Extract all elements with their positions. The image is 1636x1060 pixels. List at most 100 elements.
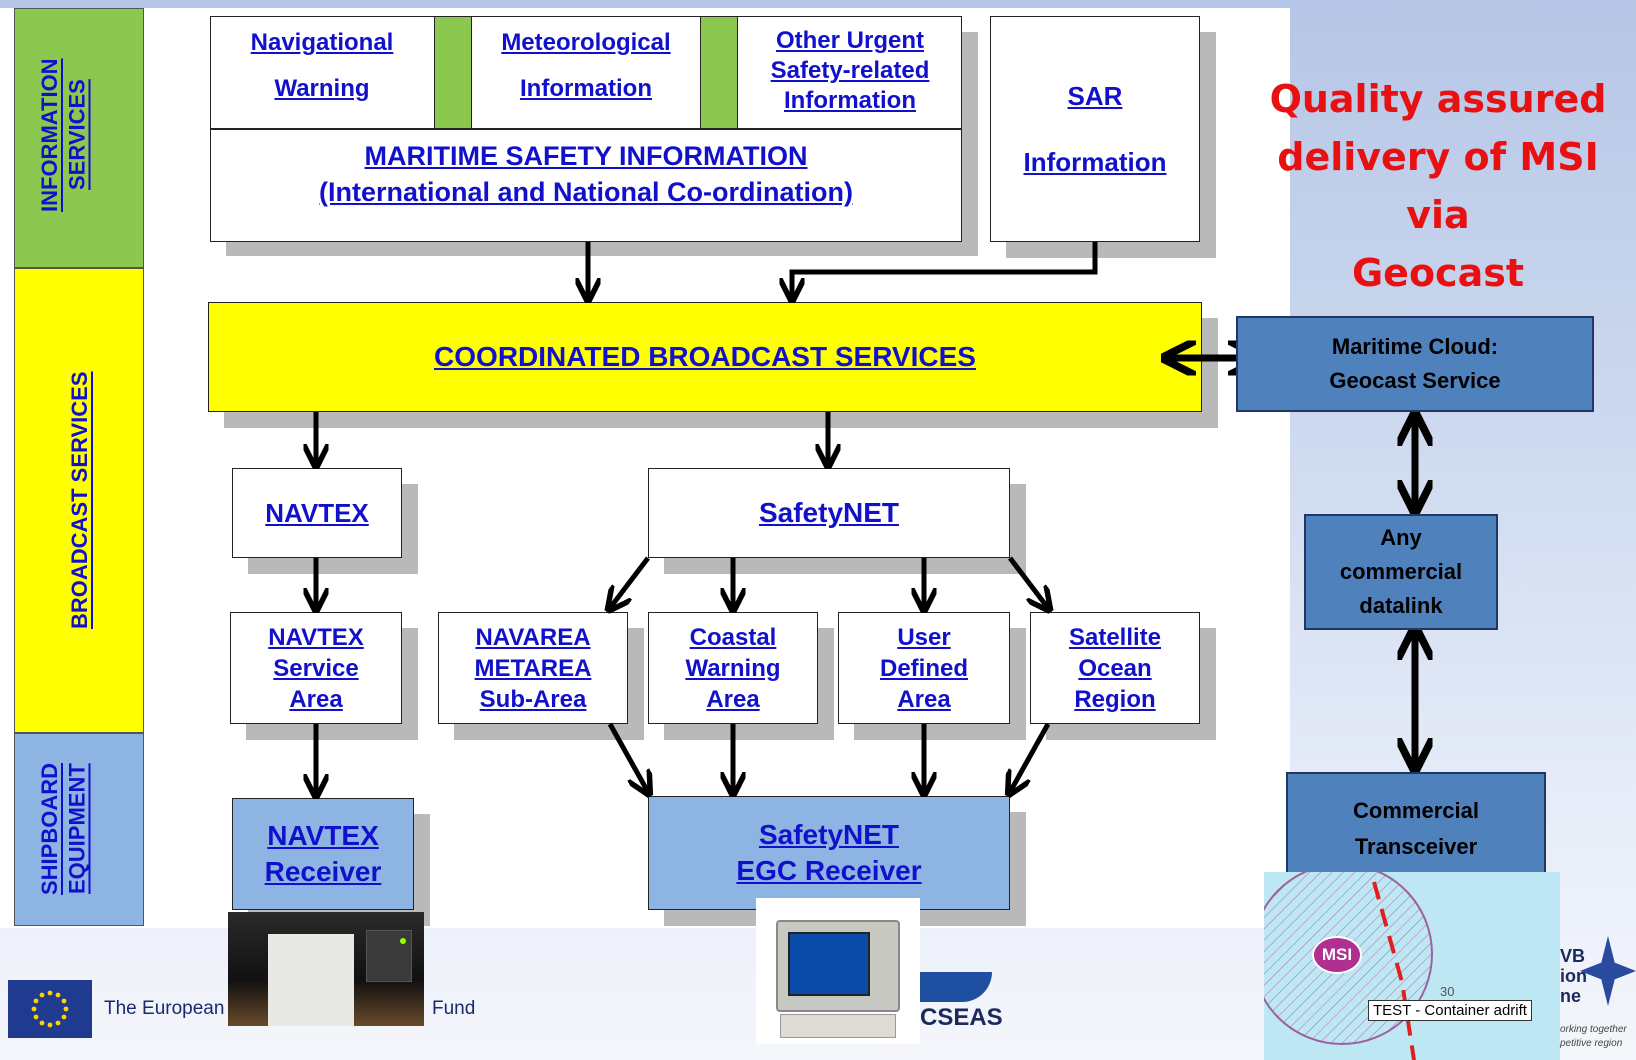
datalink-line3: datalink bbox=[1359, 593, 1443, 618]
satellite-line2: Ocean bbox=[1078, 654, 1152, 682]
arrow-satellite-to-receiver bbox=[1010, 722, 1051, 792]
eu-flag-icon bbox=[8, 980, 92, 1038]
navtex-service-area-box[interactable]: NAVTEX Service Area bbox=[230, 612, 402, 724]
headline-line2: delivery of MSI via bbox=[1277, 135, 1599, 237]
satellite-line3: Region bbox=[1074, 685, 1156, 713]
msi-line2: (International and National Co-ordinatio… bbox=[319, 177, 853, 207]
user-line2: Defined bbox=[879, 654, 968, 682]
satellite-ocean-region-box[interactable]: Satellite Ocean Region bbox=[1030, 612, 1200, 724]
user-line3: Area bbox=[897, 685, 951, 713]
cloud-line2: Geocast Service bbox=[1329, 368, 1501, 393]
map-caption: TEST - Container adrift bbox=[1368, 1000, 1532, 1021]
terminal-screen bbox=[788, 932, 870, 996]
logo-frag-3: ne bbox=[1560, 986, 1582, 1006]
navtex-printer-photo bbox=[228, 912, 424, 1026]
broadcast-services-band bbox=[14, 268, 144, 733]
coastal-warning-area-box[interactable]: Coastal Warning Area bbox=[648, 612, 818, 724]
navtex-receiver-line1: NAVTEX bbox=[267, 820, 379, 851]
geocast-map-inset: MSI 30 TEST - Container adrift bbox=[1264, 872, 1560, 1060]
navtex-box[interactable]: NAVTEX bbox=[232, 468, 402, 558]
navigational-line1: Navigational bbox=[250, 29, 394, 56]
efficiensea-wave bbox=[920, 972, 992, 1002]
other-line1: Other Urgent bbox=[775, 27, 924, 54]
navtex-label: NAVTEX bbox=[265, 497, 369, 528]
other-line3: Information bbox=[784, 87, 916, 114]
sar-information-box[interactable]: SAR Information bbox=[990, 16, 1200, 242]
cloud-line1: Maritime Cloud: bbox=[1331, 334, 1499, 359]
printer-light bbox=[400, 938, 406, 944]
map-number: 30 bbox=[1440, 984, 1455, 999]
navtex-receiver-box[interactable]: NAVTEX Receiver bbox=[232, 798, 414, 910]
commercial-datalink-box[interactable]: Any commercial datalink bbox=[1304, 514, 1498, 630]
logo-frag-1: VB bbox=[1560, 946, 1586, 966]
msi-badge: MSI bbox=[1312, 936, 1362, 974]
maritime-cloud-box[interactable]: Maritime Cloud: Geocast Service bbox=[1236, 316, 1594, 412]
satellite-line1: Satellite bbox=[1068, 623, 1162, 651]
meteorological-information[interactable]: Meteorological Information bbox=[474, 20, 698, 126]
logo-frag-2: ion bbox=[1560, 966, 1587, 986]
navtex-service-line3: Area bbox=[289, 685, 343, 713]
route-line bbox=[1372, 881, 1416, 1060]
headline-line1: Quality assured bbox=[1269, 77, 1607, 121]
navarea-line2: METAREA bbox=[474, 654, 592, 682]
navarea-box[interactable]: NAVAREA METAREA Sub-Area bbox=[438, 612, 628, 724]
transceiver-line2: Transceiver bbox=[1354, 834, 1478, 859]
coastal-line1: Coastal bbox=[689, 623, 777, 651]
navtex-service-line2: Service bbox=[273, 654, 359, 682]
meteorological-line1: Meteorological bbox=[501, 29, 671, 56]
coordinated-label: COORDINATED BROADCAST SERVICES bbox=[434, 341, 976, 372]
navtex-receiver-line2: Receiver bbox=[264, 856, 382, 887]
information-services-band bbox=[14, 8, 144, 268]
meteorological-line2: Information bbox=[520, 75, 652, 102]
egc-terminal-photo bbox=[756, 898, 920, 1044]
navarea-line1: NAVAREA bbox=[475, 623, 591, 651]
green-divider-2 bbox=[700, 17, 738, 128]
partner-logo: VB ion ne orking together petitive regio… bbox=[1560, 936, 1636, 1060]
msi-line1: MARITIME SAFETY INFORMATION bbox=[364, 141, 808, 171]
coastal-line2: Warning bbox=[685, 654, 781, 682]
tagline-frag-1: orking together bbox=[1560, 1024, 1627, 1035]
safetynet-receiver-line1: SafetyNET bbox=[758, 819, 900, 850]
green-divider-1 bbox=[434, 17, 472, 128]
sar-line1: SAR bbox=[1067, 81, 1123, 111]
partner-logo-star-icon bbox=[1580, 936, 1636, 1006]
maritime-safety-information[interactable]: MARITIME SAFETY INFORMATION (Internation… bbox=[212, 138, 960, 218]
other-line2: Safety-related bbox=[770, 57, 930, 84]
safetynet-receiver-box[interactable]: SafetyNET EGC Receiver bbox=[648, 796, 1010, 910]
arrow-safetynet-to-navarea bbox=[610, 556, 650, 608]
efficiensea-text: CSEAS bbox=[920, 1004, 1003, 1031]
arrow-safetynet-to-satellite bbox=[1008, 556, 1048, 608]
coordinated-broadcast-box[interactable]: COORDINATED BROADCAST SERVICES bbox=[208, 302, 1202, 412]
tagline-frag-2: petitive region bbox=[1560, 1038, 1623, 1049]
navtex-service-line1: NAVTEX bbox=[268, 623, 364, 651]
safetynet-receiver-line2: EGC Receiver bbox=[736, 855, 922, 886]
commercial-transceiver-box[interactable]: Commercial Transceiver bbox=[1286, 772, 1546, 886]
navarea-line3: Sub-Area bbox=[479, 685, 587, 713]
datalink-line1: Any bbox=[1380, 525, 1422, 550]
efficiensea-logo: CSEAS bbox=[920, 972, 1003, 1034]
msi-row-divider bbox=[210, 128, 962, 130]
terminal-keyboard bbox=[780, 1014, 896, 1038]
user-defined-area-box[interactable]: User Defined Area bbox=[838, 612, 1010, 724]
sar-line2: Information bbox=[1023, 147, 1167, 177]
arrow-sar-to-cbs bbox=[792, 242, 1098, 298]
headline-line3: Geocast bbox=[1351, 251, 1525, 295]
msi-badge-text: MSI bbox=[1321, 945, 1353, 964]
arrow-navarea-to-receiver bbox=[607, 722, 648, 792]
coastal-line3: Area bbox=[706, 685, 760, 713]
navigational-line2: Warning bbox=[274, 75, 370, 102]
eu-text-right: Fund bbox=[432, 998, 476, 1019]
headline: Quality assured delivery of MSI via Geoc… bbox=[1240, 70, 1636, 302]
navigational-warning[interactable]: Navigational Warning bbox=[212, 20, 432, 126]
printer-paper bbox=[268, 934, 354, 1026]
datalink-line2: commercial bbox=[1339, 559, 1463, 584]
safetynet-box[interactable]: SafetyNET bbox=[648, 468, 1010, 558]
printer-panel bbox=[366, 930, 412, 982]
shipboard-equipment-band bbox=[14, 733, 144, 926]
other-urgent-information[interactable]: Other Urgent Safety-related Information bbox=[740, 26, 960, 126]
safetynet-label: SafetyNET bbox=[758, 497, 900, 528]
transceiver-line1: Commercial bbox=[1353, 798, 1479, 823]
user-line1: User bbox=[897, 623, 951, 651]
eu-text-left: The European bbox=[104, 998, 225, 1019]
